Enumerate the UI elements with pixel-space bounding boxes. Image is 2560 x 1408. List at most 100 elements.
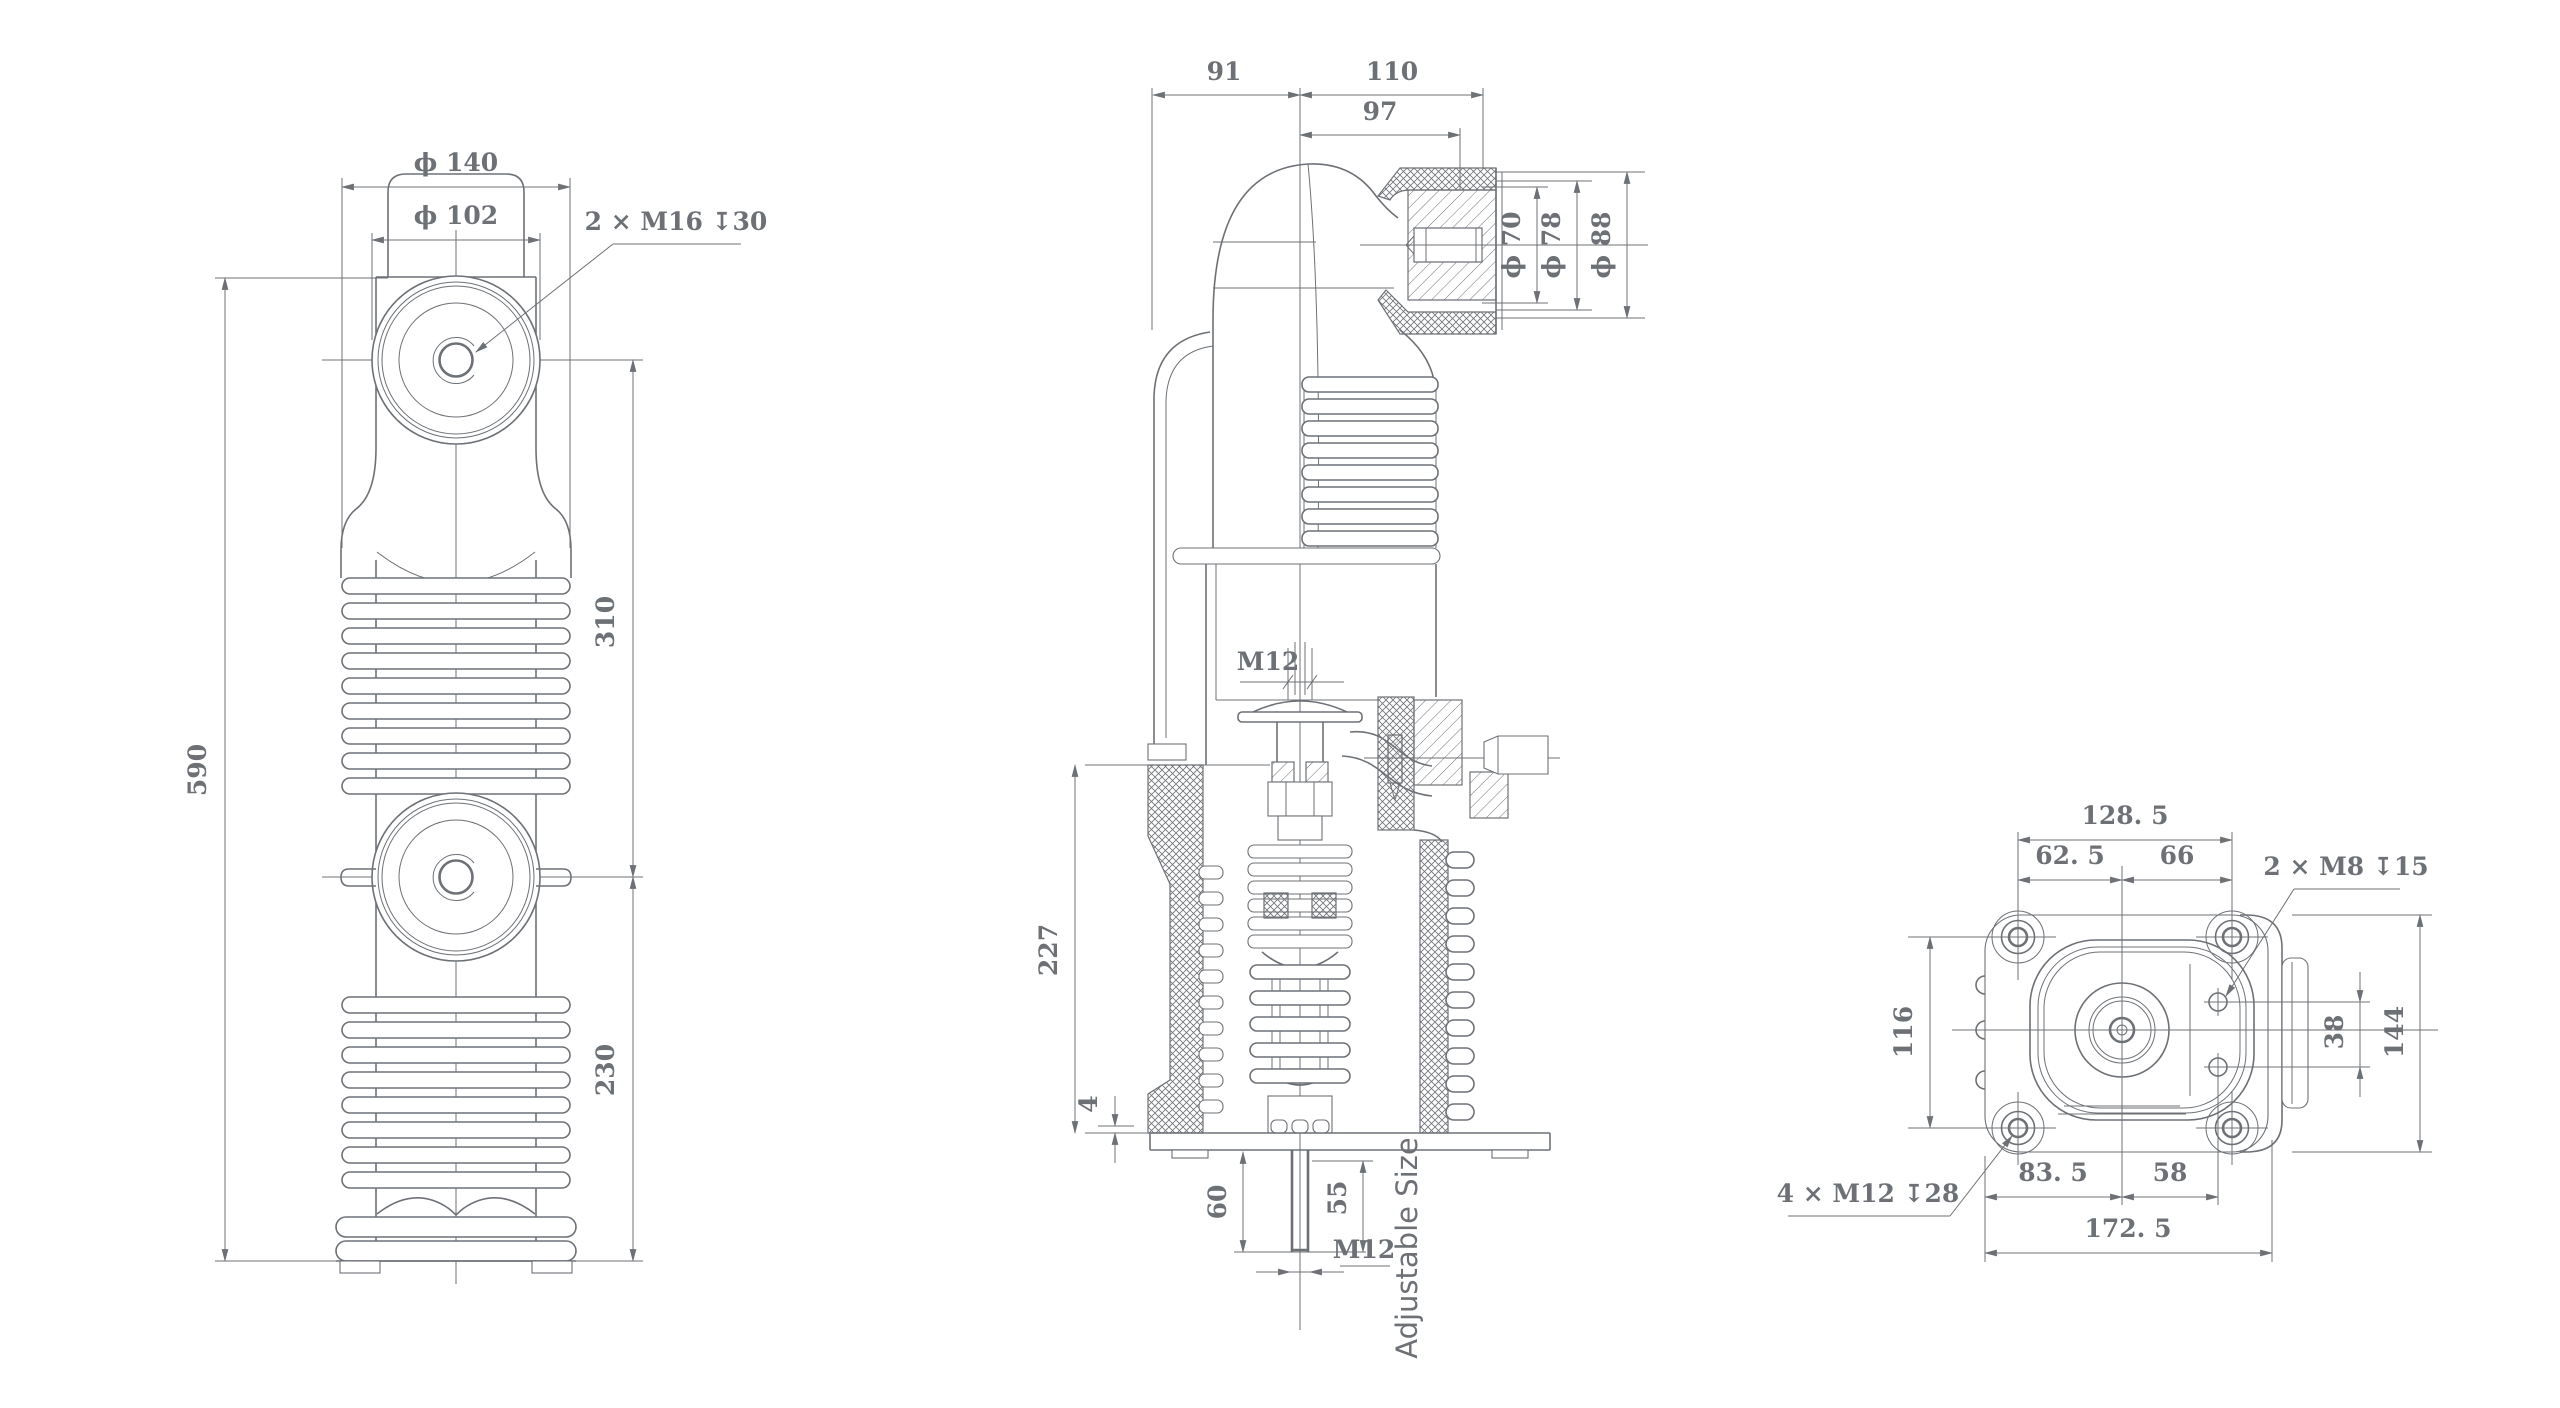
front-foot-right bbox=[531, 1260, 573, 1274]
front-view-dimensions: ϕ 140 ϕ 102 2 × M16 ↧30 590 310 230 bbox=[183, 148, 768, 1263]
section-clamp-left bbox=[1271, 761, 1295, 783]
front-view-geometry bbox=[322, 173, 643, 1284]
section-collar bbox=[1172, 547, 1441, 565]
section-left-bracket-inner bbox=[1165, 345, 1214, 738]
bottom-view-geometry bbox=[1952, 832, 2438, 1205]
section-clamp-right bbox=[1305, 761, 1329, 783]
front-base-band-1 bbox=[335, 1216, 577, 1238]
dim-dia-140: ϕ 140 bbox=[414, 148, 498, 177]
dim-38: 38 bbox=[2320, 1015, 2349, 1050]
dim-m12-rod: M12 bbox=[1333, 1235, 1395, 1264]
ext-116 bbox=[1908, 936, 2008, 1129]
dim-m12-mid: M12 bbox=[1237, 647, 1299, 676]
section-left-wall bbox=[1147, 764, 1204, 1134]
dim-144: 144 bbox=[2380, 1006, 2409, 1058]
ext-590 bbox=[215, 277, 388, 1262]
front-core-edges bbox=[375, 560, 537, 1258]
bottom-left-edge-bumps bbox=[1975, 975, 1986, 1090]
dim-dia-70: ϕ 70 bbox=[1497, 211, 1526, 278]
section-mushroom-dome bbox=[1252, 700, 1348, 713]
front-upper-terminal-boss bbox=[322, 275, 590, 445]
dim-58: 58 bbox=[2153, 1158, 2188, 1187]
section-hex-nut bbox=[1267, 781, 1333, 817]
front-view: ϕ 140 ϕ 102 2 × M16 ↧30 590 310 230 bbox=[183, 148, 767, 1284]
terminal-ext-lines bbox=[1482, 171, 1645, 319]
dim-172-5: 172. 5 bbox=[2085, 1214, 2172, 1243]
dim-116: 116 bbox=[1889, 1006, 1918, 1058]
bottom-m8-holes bbox=[2204, 988, 2232, 1081]
section-left-bracket-outer bbox=[1153, 331, 1211, 744]
dim-60: 60 bbox=[1203, 1185, 1232, 1220]
section-view-dimensions: 91 110 97 ϕ 70 ϕ 78 ϕ 88 M12 227 4 60 bbox=[1034, 57, 1631, 1359]
bottom-corner-holes bbox=[1991, 910, 2259, 1155]
dimline-m12-rod bbox=[1290, 1265, 1390, 1273]
front-lower-fins bbox=[341, 996, 571, 1189]
dim-4: 4 bbox=[1074, 1095, 1103, 1112]
section-dome-right-edge bbox=[1399, 329, 1435, 381]
dim-110: 110 bbox=[1366, 57, 1418, 86]
dim-dia-78: ϕ 78 bbox=[1537, 211, 1566, 278]
dim-66: 66 bbox=[2160, 841, 2195, 870]
ext-dia102 bbox=[371, 233, 541, 340]
section-left-wall-fins bbox=[1198, 865, 1224, 1114]
front-upper-fins bbox=[341, 577, 571, 795]
dim-62-5: 62. 5 bbox=[2035, 841, 2105, 870]
section-hex-lines bbox=[1285, 782, 1315, 816]
bottom-hole-crosshairs bbox=[1982, 832, 2268, 1165]
ext-38 bbox=[2228, 1001, 2370, 1068]
dim-tapped-m8: 2 × M8 ↧15 bbox=[2263, 852, 2428, 881]
dim-83-5: 83. 5 bbox=[2018, 1158, 2088, 1187]
bottom-view: 128. 5 62. 5 66 2 × M8 ↧15 116 38 144 4 … bbox=[1777, 801, 2438, 1262]
ext-dia140 bbox=[341, 178, 571, 548]
ext-144 bbox=[2292, 914, 2432, 1153]
dim-97: 97 bbox=[1363, 97, 1398, 126]
dim-tapped-m12: 4 × M12 ↧28 bbox=[1777, 1179, 1960, 1208]
section-dome-lines bbox=[1213, 241, 1394, 289]
section-adjusting-rod bbox=[1234, 1150, 1366, 1253]
ext-bottom-dims bbox=[1984, 1078, 2273, 1262]
dimline-m12-mid bbox=[1240, 674, 1344, 690]
front-base-band-2 bbox=[335, 1240, 577, 1262]
dim-height-310: 310 bbox=[591, 596, 620, 648]
dim-height-230: 230 bbox=[591, 1044, 620, 1096]
dim-dia-102: ϕ 102 bbox=[414, 201, 498, 230]
leader-tapped-m12 bbox=[1949, 1135, 2013, 1217]
section-dome-outline bbox=[1212, 163, 1399, 548]
front-left-wing bbox=[340, 868, 376, 887]
section-left-bracket-foot bbox=[1147, 743, 1187, 761]
section-upper-terminal bbox=[1360, 167, 1648, 335]
section-bellows-fins bbox=[1301, 376, 1439, 547]
note-adjustable-size: Adjustable Size bbox=[1390, 1137, 1424, 1358]
section-dome-crease bbox=[1307, 163, 1320, 549]
front-foot-left bbox=[339, 1260, 381, 1274]
dim-91: 91 bbox=[1207, 57, 1242, 86]
section-mushroom-flange bbox=[1237, 711, 1363, 723]
dim-55: 55 bbox=[1323, 1181, 1352, 1216]
dim-227: 227 bbox=[1034, 924, 1063, 976]
section-stem bbox=[1276, 722, 1324, 762]
bottom-view-dimensions: 128. 5 62. 5 66 2 × M8 ↧15 116 38 144 4 … bbox=[1777, 801, 2432, 1262]
section-right-wall bbox=[1419, 839, 1449, 1134]
front-shoulder-curves bbox=[340, 447, 572, 551]
dim-tapped-m16: 2 × M16 ↧30 bbox=[585, 207, 768, 236]
dim-dia-88: ϕ 88 bbox=[1587, 211, 1616, 278]
section-lower-band bbox=[1277, 815, 1323, 841]
dim-128-5: 128. 5 bbox=[2082, 801, 2169, 830]
section-interrupter bbox=[1247, 844, 1353, 1134]
dim-height-590: 590 bbox=[183, 744, 212, 796]
section-body-edges bbox=[1205, 564, 1437, 765]
leader-tapped-m8 bbox=[2225, 888, 2295, 997]
bottom-center-lines bbox=[1952, 866, 2438, 1205]
section-view: 91 110 97 ϕ 70 ϕ 78 ϕ 88 M12 227 4 60 bbox=[1034, 57, 1648, 1359]
section-view-geometry bbox=[1147, 88, 1648, 1330]
section-mid-flange bbox=[1364, 696, 1560, 843]
front-wide-edges bbox=[340, 550, 572, 578]
bottom-side-block bbox=[2281, 957, 2309, 1109]
section-right-wall-fins bbox=[1445, 851, 1475, 1121]
front-lower-terminal-boss bbox=[322, 792, 643, 962]
leader-tapped-m16 bbox=[475, 243, 614, 353]
front-skirt-curve bbox=[376, 1197, 536, 1217]
front-right-wing bbox=[536, 868, 572, 887]
